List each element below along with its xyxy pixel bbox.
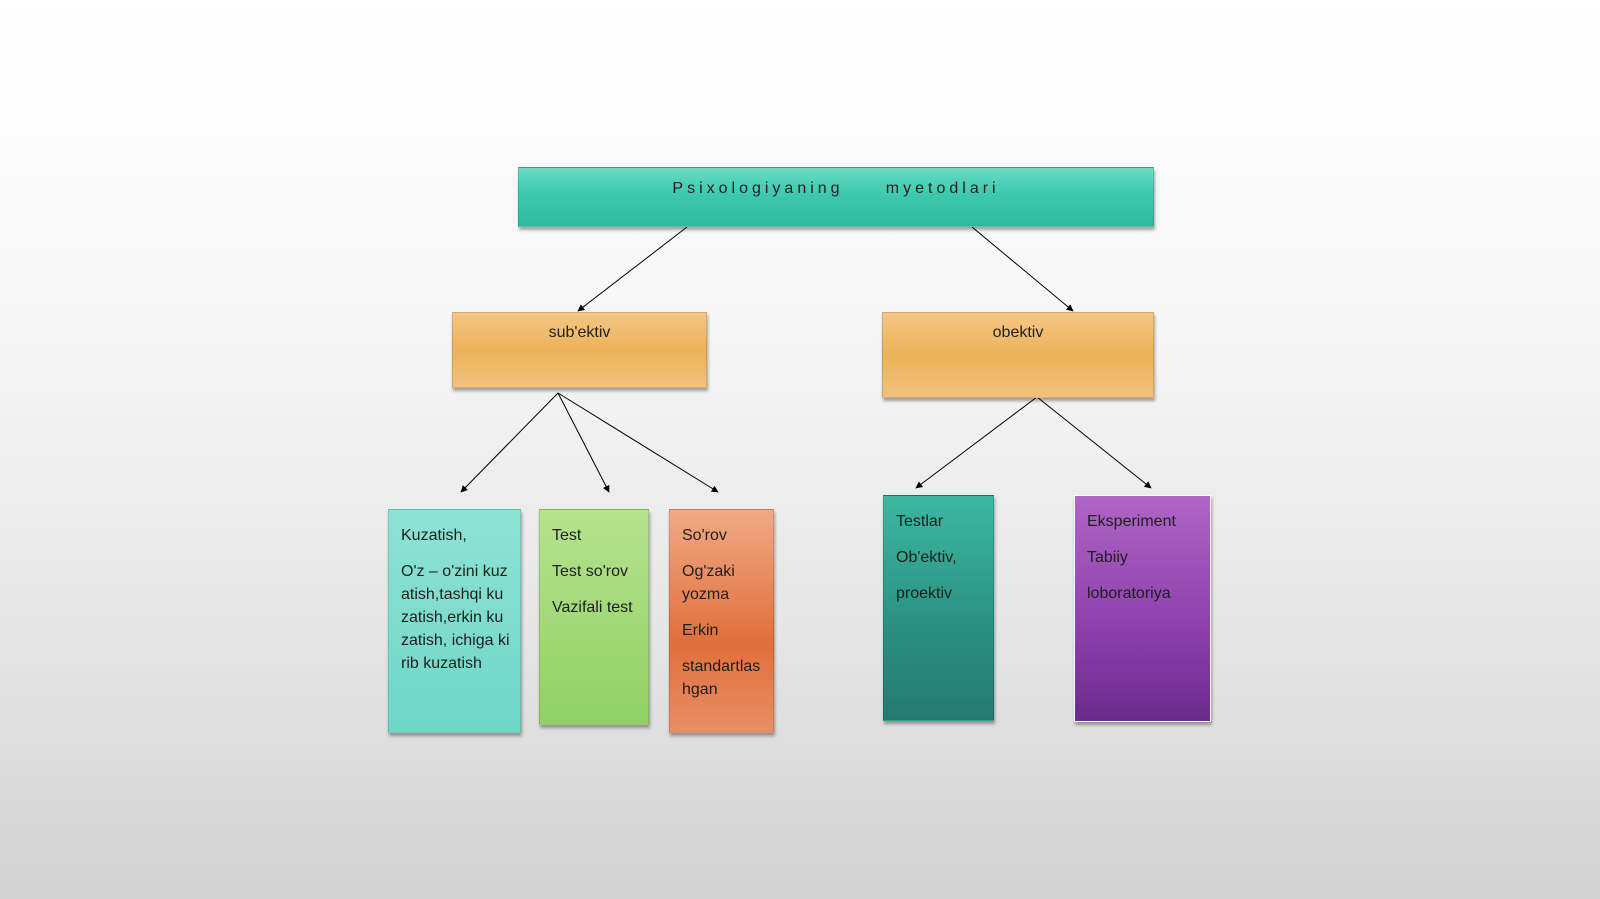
leaf-text: Vazifali test bbox=[552, 599, 633, 616]
branch-subektiv-label: sub'ektiv bbox=[548, 324, 611, 341]
leaf-text: Tabiiy bbox=[1087, 549, 1128, 566]
leaf-eksperiment: Eksperiment Tabiiy loboratoriya bbox=[1074, 495, 1211, 722]
leaf-text: Kuzatish, bbox=[401, 527, 467, 544]
arrow-subektiv-to-leaf-1 bbox=[460, 392, 559, 493]
leaf-text: proektiv bbox=[896, 585, 953, 602]
leaf-text: Test so'rov bbox=[552, 563, 628, 580]
root-node: Psixologiyaning myetodlari bbox=[518, 167, 1154, 227]
arrow-root-to-obektiv bbox=[971, 226, 1074, 312]
leaf-text: Erkin bbox=[682, 622, 719, 639]
branch-subektiv: sub'ektiv bbox=[452, 312, 707, 388]
leaf-text: Test bbox=[552, 527, 582, 544]
leaf-test: Test Test so'rov Vazifali test bbox=[539, 509, 649, 725]
arrow-subektiv-to-leaf-3 bbox=[557, 392, 719, 493]
leaf-text: So'rov bbox=[682, 527, 727, 544]
leaf-text: loboratoriya bbox=[1087, 585, 1171, 602]
branch-obektiv: obektiv bbox=[882, 312, 1154, 398]
leaf-text: Og'zaki yozma bbox=[682, 563, 735, 603]
leaf-testlar: Testlar Ob'ektiv, proektiv bbox=[883, 495, 994, 721]
leaf-text: O'z – o'zini kuzatish,tashqi kuzatish,er… bbox=[401, 563, 510, 672]
leaf-text: Testlar bbox=[896, 513, 944, 530]
leaf-kuzatish: Kuzatish, O'z – o'zini kuzatish,tashqi k… bbox=[388, 509, 521, 733]
arrow-subektiv-to-leaf-2 bbox=[557, 392, 610, 493]
root-label: Psixologiyaning myetodlari bbox=[672, 180, 1000, 197]
leaf-text: standartlashgan bbox=[682, 658, 761, 698]
arrow-obektiv-to-leaf-5 bbox=[1036, 396, 1152, 489]
leaf-text: Eksperiment bbox=[1087, 513, 1176, 530]
branch-obektiv-label: obektiv bbox=[992, 324, 1044, 341]
leaf-text: Ob'ektiv, bbox=[896, 549, 957, 566]
leaf-sorov: So'rov Og'zaki yozma Erkin standartlashg… bbox=[669, 509, 774, 733]
arrow-root-to-subektiv bbox=[577, 226, 688, 312]
arrow-obektiv-to-leaf-4 bbox=[915, 396, 1038, 489]
